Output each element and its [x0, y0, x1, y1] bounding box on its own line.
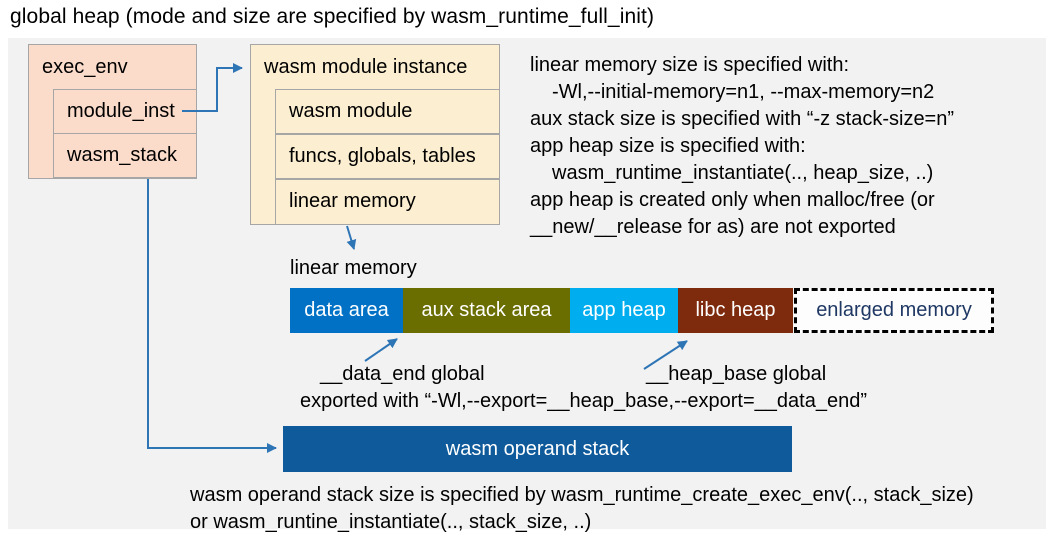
note-line: app heap size is specified with:: [530, 135, 806, 157]
notes-block: linear memory size is specified with: -W…: [530, 52, 1046, 241]
linear-memory-label: linear memory: [290, 257, 417, 279]
note-line: -Wl,--initial-memory=n1, --max-memory=n2: [552, 81, 935, 103]
segment-aux-stack-area: aux stack area: [403, 288, 570, 333]
note-line: app heap is created only when malloc/fre…: [530, 189, 935, 211]
annotation-heap-base-global: __heap_base global: [646, 363, 827, 385]
segment-enlarged-memory: enlarged memory: [794, 288, 994, 333]
arrow-data-end-to-bar-icon: [364, 338, 398, 362]
diagram-panel: exec_env module_inst wasm_stack wasm mod…: [8, 38, 1046, 533]
segment-app-heap: app heap: [570, 288, 678, 333]
note-line: linear memory size is specified with:: [530, 54, 849, 76]
note-line: __new/__release for as) are not exported: [530, 216, 896, 238]
footer-note: wasm operand stack size is specified by …: [190, 482, 974, 536]
operand-stack-bar: wasm operand stack: [283, 426, 792, 472]
annotation-data-end-global: __data_end global: [320, 363, 485, 385]
segment-data-area: data area: [290, 288, 403, 333]
module-instance-row-wasm-module: wasm module: [275, 89, 500, 134]
note-line: wasm_runtime_instantiate(.., heap_size, …: [552, 162, 934, 184]
arrow-linear-memory-row-to-label-icon: [346, 225, 357, 250]
module-instance-box: wasm module instance wasm module funcs, …: [250, 44, 500, 225]
exec-env-row-module-inst: module_inst: [53, 89, 197, 134]
note-line: aux stack size is specified with “-z sta…: [530, 108, 955, 130]
module-instance-row-funcs-globals-tables: funcs, globals, tables: [275, 134, 500, 179]
module-instance-row-linear-memory: linear memory: [275, 179, 500, 225]
annotation-export-flags: exported with “-Wl,--export=__heap_base,…: [300, 390, 867, 412]
footer-line: wasm operand stack size is specified by …: [190, 484, 974, 506]
footer-line: or wasm_runtine_instantiate(.., stack_si…: [190, 511, 592, 533]
linear-memory-bar: data area aux stack area app heap libc h…: [290, 288, 994, 333]
segment-libc-heap: libc heap: [678, 288, 793, 333]
exec-env-box: exec_env module_inst wasm_stack: [28, 44, 197, 179]
module-instance-header: wasm module instance: [264, 56, 468, 78]
exec-env-row-wasm-stack: wasm_stack: [53, 133, 197, 178]
exec-env-header: exec_env: [42, 56, 128, 78]
page-title: global heap (mode and size are specified…: [10, 5, 655, 28]
